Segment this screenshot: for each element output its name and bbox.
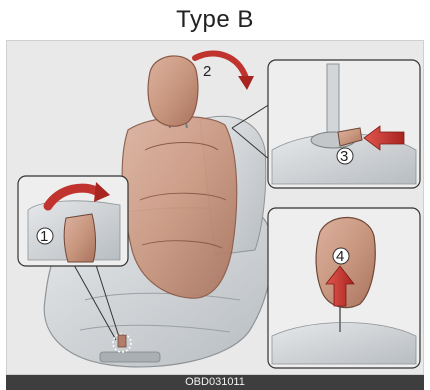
inset-remove-headrest xyxy=(268,208,420,368)
inset-lever xyxy=(18,176,128,266)
inset-release-button xyxy=(268,60,420,188)
step-label-4: 4 xyxy=(336,248,344,265)
lever-detail xyxy=(118,335,126,347)
headrest xyxy=(148,56,198,128)
step-label-1: 1 xyxy=(40,228,48,245)
step-label-3: 3 xyxy=(340,148,348,165)
step-label-2: 2 xyxy=(203,63,211,80)
